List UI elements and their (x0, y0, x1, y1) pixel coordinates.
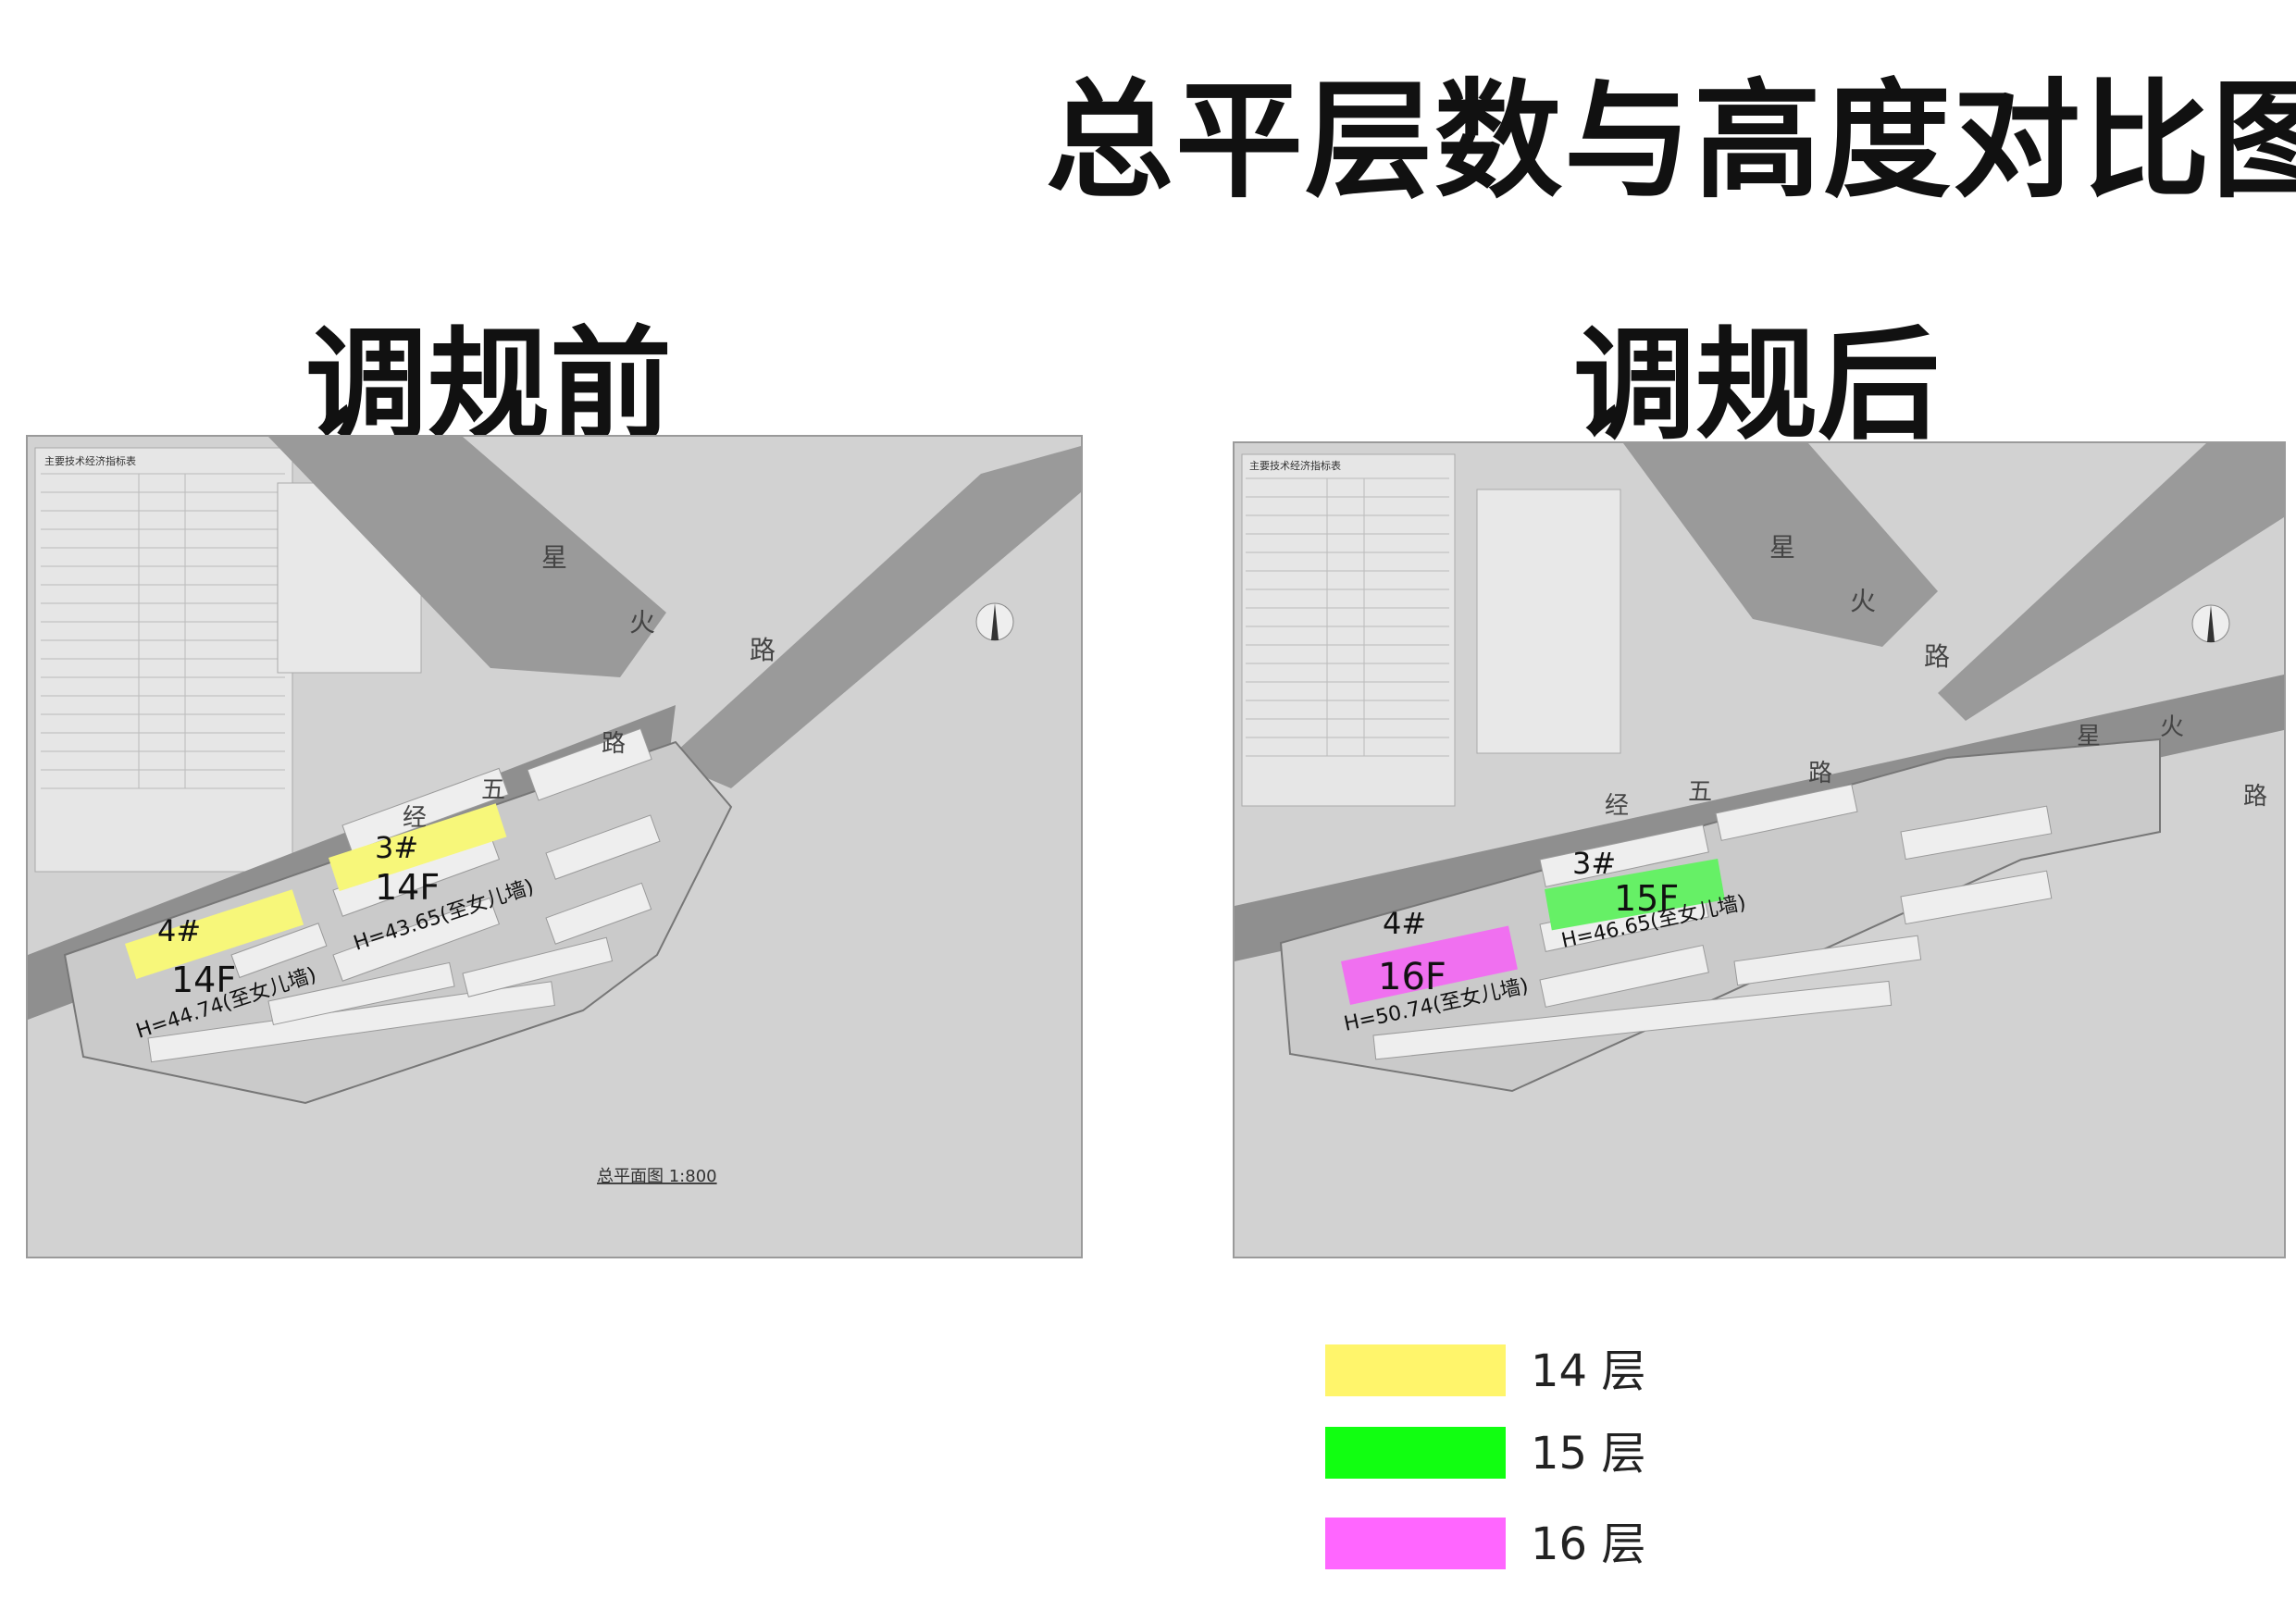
road-label-xinghuo2-2: 火 (2160, 713, 2184, 741)
road-label-xinghuo-1: 星 (1769, 532, 1795, 563)
table-title: 主要技术经济指标表 (1249, 459, 1341, 472)
plan-caption: 总平面图 1:800 (597, 1167, 717, 1186)
site-plan-after: 主要技术经济指标表 星 火 (1233, 441, 2286, 1258)
building-3-id: 3# (375, 830, 418, 865)
legend-swatch-14 (1325, 1344, 1506, 1396)
building-4-id: 4# (1383, 906, 1426, 941)
legend-label-15: 15 层 (1531, 1428, 1646, 1480)
building-4-id: 4# (157, 913, 201, 948)
road-label-xinghuo-2: 火 (1850, 586, 1876, 616)
road-label-xinghuo-2: 火 (629, 607, 655, 638)
site-plan-before: 主要技术经济指标表 (26, 435, 1083, 1258)
road-label-xinghuo-1: 星 (541, 542, 567, 573)
building-3-highlight (329, 803, 507, 892)
building-4-floors: 16F (1378, 956, 1446, 998)
road-label-jingwu-1: 经 (1605, 792, 1629, 820)
after-label: 调规后 (1573, 315, 1940, 457)
table-title: 主要技术经济指标表 (44, 454, 136, 467)
road-label-xinghuo2-1: 星 (2077, 723, 2101, 750)
road-label-xinghuo-3: 路 (1924, 641, 1950, 672)
building-3-floors: 14F (375, 867, 440, 908)
building-4-floors: 14F (171, 960, 236, 1000)
building-3-floors: 15F (1614, 878, 1679, 919)
before-label: 调规前 (305, 315, 672, 457)
road-label-jingwu-3: 路 (1808, 760, 1832, 787)
building-4-highlight (125, 889, 304, 980)
legend-label-16: 16 层 (1531, 1518, 1646, 1570)
building-4-highlight (1341, 925, 1518, 1005)
road-label-jingwu-3: 路 (602, 730, 626, 758)
road-label-jingwu-2: 五 (481, 776, 505, 804)
page-title: 总平层数与高度对比图 (1046, 67, 2296, 216)
legend-swatch-16 (1325, 1518, 1506, 1569)
legend-label-14: 14 层 (1531, 1345, 1646, 1397)
legend-swatch-15 (1325, 1427, 1506, 1479)
building-3-id: 3# (1572, 846, 1616, 881)
road-label-xinghuo2-3: 路 (2243, 783, 2267, 811)
building-3-highlight (1545, 859, 1725, 931)
road-label-jingwu-2: 五 (1688, 778, 1712, 806)
road-label-xinghuo-3: 路 (750, 635, 776, 665)
